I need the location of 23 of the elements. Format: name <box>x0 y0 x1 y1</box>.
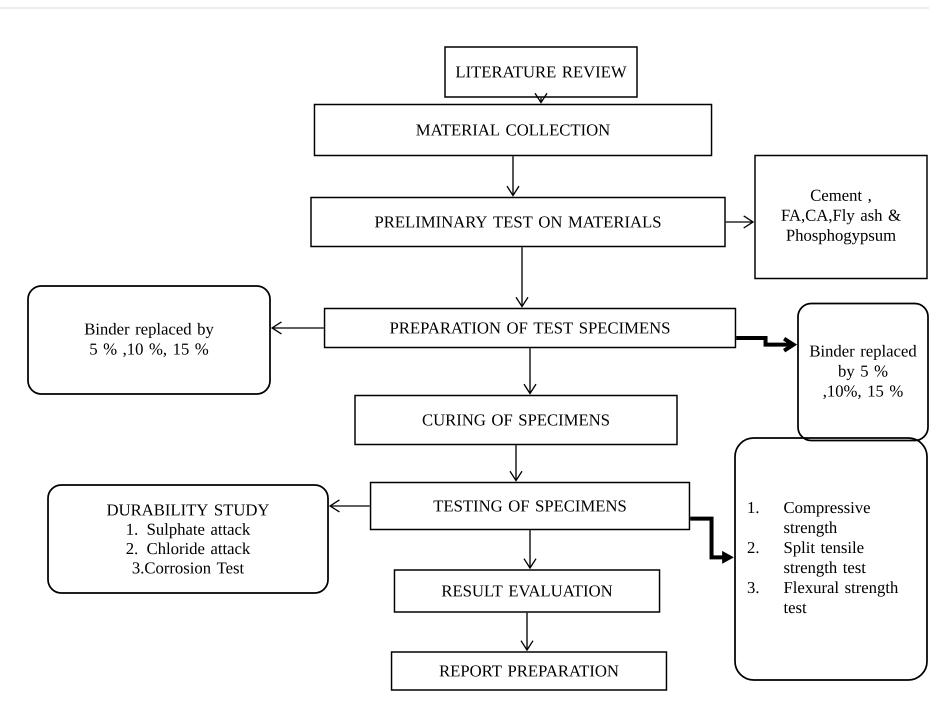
note-box: Binder replaced by 5 % ,10%, 15 % <box>797 302 929 442</box>
test-list-box: 1. Compressive strength 2. Split tensile strength test 3. Flexural strength test <box>734 437 928 681</box>
arrow <box>520 612 534 652</box>
process-box: PREPARATION OF TEST SPECIMENS <box>324 308 736 348</box>
process-box: REPORT PREPARATION <box>390 651 668 691</box>
arrow <box>736 336 798 352</box>
arrow <box>523 530 537 570</box>
arrow <box>509 445 523 482</box>
process-box: RESULT EVALUATION <box>394 569 660 613</box>
durability-box: DURABILITY STUDY 1. Sulphate attack 2. Chloride attack 3.Corrosion Test <box>47 484 329 594</box>
arrow <box>523 348 537 395</box>
process-box: MATERIAL COLLECTION <box>314 104 712 156</box>
arrow <box>270 321 324 335</box>
arrow <box>515 247 529 308</box>
process-box: CURING OF SPECIMENS <box>354 394 678 446</box>
arrow <box>506 156 520 197</box>
process-box: TESTING OF SPECIMENS <box>370 482 690 530</box>
arrow <box>726 215 754 229</box>
arrow <box>328 499 370 513</box>
material-box: Cement , FA,CA,Fly ash & Phosphogypsum <box>754 154 928 280</box>
note-box: Binder replaced by 5 % ,10 %, 15 % <box>27 285 271 395</box>
process-box: LITERATURE REVIEW <box>444 46 638 98</box>
process-box: PRELIMINARY TEST ON MATERIALS <box>310 196 726 248</box>
